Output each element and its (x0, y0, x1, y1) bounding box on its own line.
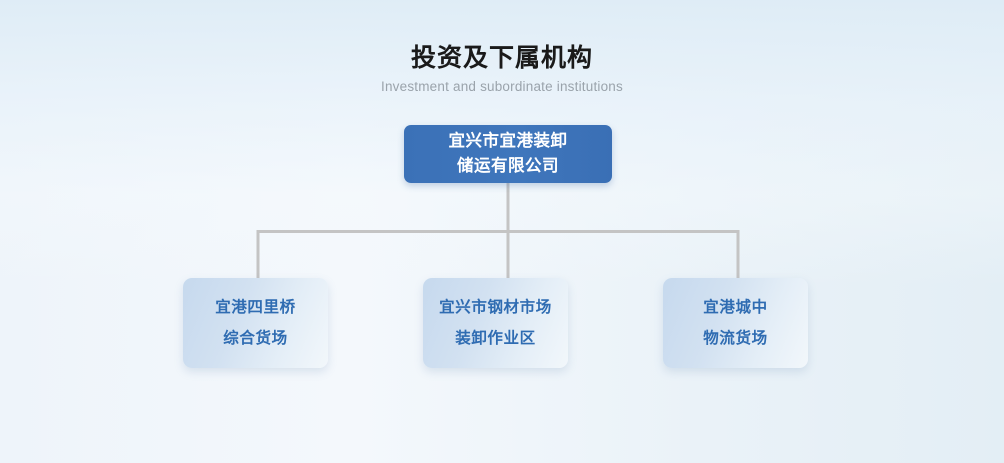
org-node-child-1-line-2: 装卸作业区 (455, 330, 536, 347)
org-node-child-0-line-2: 综合货场 (223, 330, 288, 347)
page-title: 投资及下属机构 (410, 44, 593, 72)
org-node-child-0-line-1: 宜港四里桥 (215, 299, 296, 316)
org-node-child-2[interactable]: 宜港城中 物流货场 (663, 278, 808, 368)
page-subtitle: Investment and subordinate institutions (381, 79, 623, 94)
chart-heading: 投资及下属机构 Investment and subordinate insti… (0, 42, 1004, 95)
org-node-child-1[interactable]: 宜兴市钢材市场 装卸作业区 (423, 278, 568, 368)
org-node-child-2-line-1: 宜港城中 (703, 299, 768, 316)
org-node-root[interactable]: 宜兴市宜港装卸 储运有限公司 (404, 125, 612, 183)
org-node-child-0[interactable]: 宜港四里桥 综合货场 (183, 278, 328, 368)
org-node-root-line-1: 宜兴市宜港装卸 (448, 132, 568, 150)
org-node-root-line-2: 储运有限公司 (457, 157, 559, 175)
org-node-child-2-line-2: 物流货场 (703, 330, 768, 347)
org-node-child-1-line-1: 宜兴市钢材市场 (439, 299, 552, 316)
